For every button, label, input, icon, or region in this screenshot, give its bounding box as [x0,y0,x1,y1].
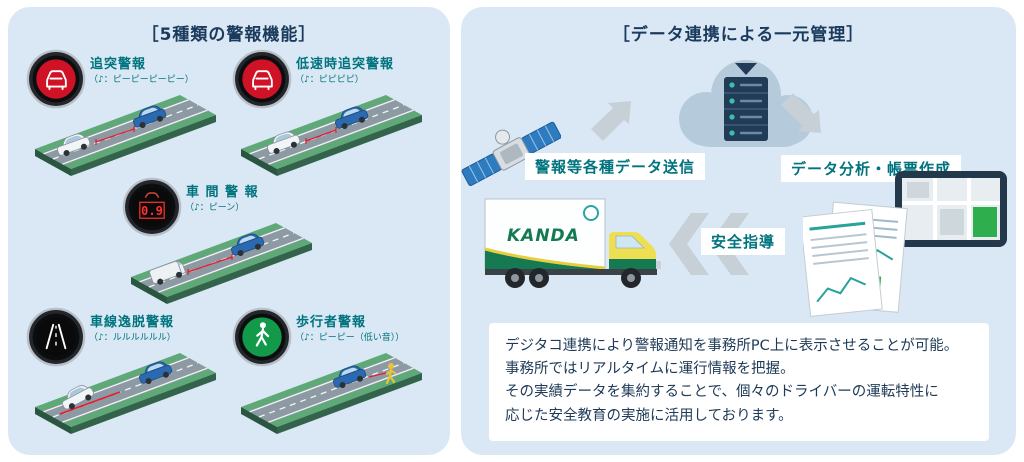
alert-item-following-distance: 0.9 車 間 警 報 （♪：ピーン） [122,175,322,307]
truck-icon: KANDA [484,198,661,288]
description-line: デジタコ連携により警報通知を事務所PC上に表示させることが可能。 [505,338,959,354]
alert-sound: （♪：ピーピー（低い音）） [295,333,405,343]
description-line: 事務所ではリアルタイムに運行情報を把握。 [505,361,795,378]
truck-brand: KANDA [507,226,580,246]
alert-sound: （♪：ピーピーピーピー） [89,75,194,85]
alert-label: 歩行者警報 [296,315,367,330]
guidance-label: 安全指導 [701,228,786,255]
send-data-label: 警報等各種データ送信 [525,153,706,180]
alert-label: 追突警報 [90,57,147,72]
description-box: デジタコ連携により警報通知を事務所PC上に表示させることが可能。 事務所ではリア… [489,323,989,441]
alert-item-pedestrian: 歩行者警報 （♪：ピーピー（低い音）） [232,305,432,437]
road-scene-icon [131,223,312,304]
download-arrow-icon [781,93,821,133]
reports-map-icon [803,171,1007,318]
description-line: 応じた安全教育の実施に活用しております。 [505,407,793,424]
satellite-icon [461,121,561,187]
distance-value: 0.9 [141,204,163,218]
data-panel-title: ［データ連携による一元管理］ [612,25,865,45]
alert-label: 車線逸脱警報 [90,315,175,330]
alert-label: 低速時追突警報 [296,57,395,72]
following-distance-gauge-icon: 0.9 [122,177,182,237]
alert-sound: （♪：ピピピピ） [295,75,364,85]
description-line: その実績データを集約することで、個々のドライバーの運転特性に [505,384,939,401]
alert-item-rear-collision: 追突警報 （♪：ピーピーピーピー） [26,47,226,179]
alert-label: 車 間 警 報 [186,185,259,200]
road-scene-icon [241,95,422,176]
alerts-panel-title: ［5種類の警報機能］ [141,25,317,45]
road-scene-icon [35,95,216,176]
pedestrian-gauge-icon [232,307,292,367]
upload-arrow-icon [591,101,631,141]
data-management-panel: ［データ連携による一元管理］ [461,7,1016,455]
lane-departure-gauge-icon [26,307,86,367]
alerts-panel: ［5種類の警報機能］ [8,7,450,455]
alert-sound: （♪：ルルルルルル） [89,333,176,343]
rear-collision-gauge-icon [26,49,86,109]
alert-item-lane-departure: 車線逸脱警報 （♪：ルルルルルル） [26,305,226,437]
road-scene-icon [241,353,422,434]
low-speed-collision-gauge-icon [232,49,292,109]
alert-item-low-speed-collision: 低速時追突警報 （♪：ピピピピ） [232,47,432,179]
road-scene-icon [35,353,216,434]
alert-sound: （♪：ピーン） [185,203,245,213]
